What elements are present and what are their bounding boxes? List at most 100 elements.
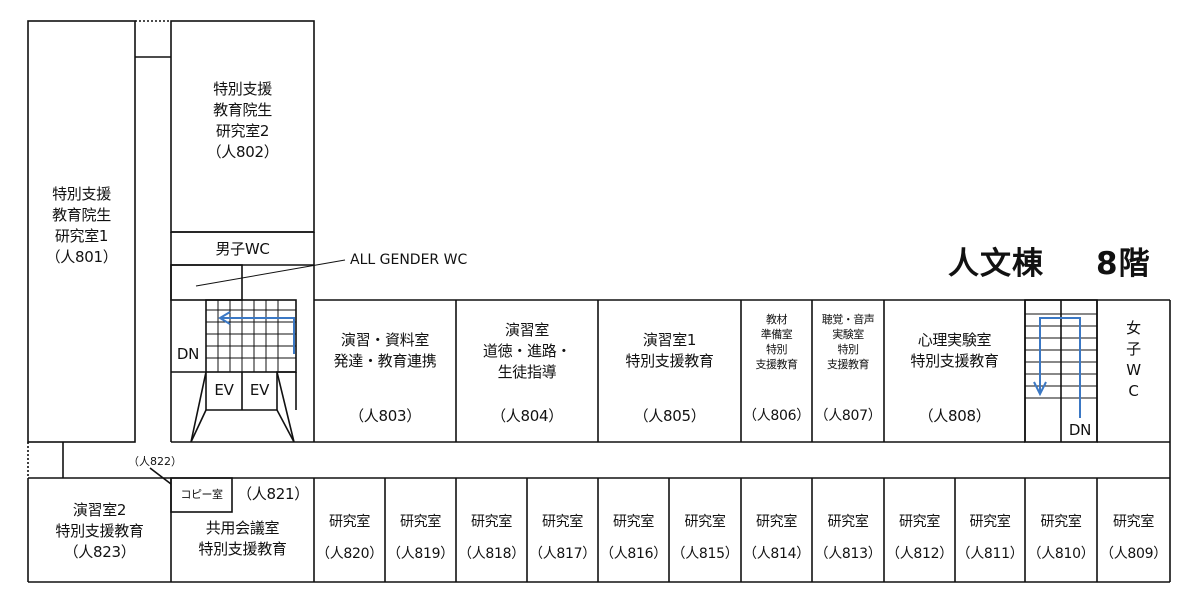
womens-wc[interactable]: 女 子 W C [1097,318,1170,402]
room-807-code: （人807） [814,408,882,424]
room-801-line: 教育院生 [52,206,111,224]
lab-code: （人809） [1100,546,1167,562]
lab-813[interactable]: 研究室 （人813） [812,512,884,565]
room-823-code: （人823） [63,543,136,561]
room-804-code: （人804） [491,407,563,425]
lab-name: 研究室 [827,514,869,530]
stairs-down-label: DN [1068,421,1092,439]
lab-814[interactable]: 研究室 （人814） [741,512,812,565]
lab-809[interactable]: 研究室 （人809） [1097,512,1170,565]
room-807-line: 実験室 [832,328,864,341]
elevator-2[interactable]: EV [249,381,270,399]
room-821-code: （人821） [237,485,309,503]
lab-code: （人815） [671,546,739,562]
lab-code: （人816） [600,546,667,562]
lab-817[interactable]: 研究室（人817） [527,512,598,565]
lab-code: （人812） [886,546,953,562]
room-806-line: 準備室 [760,328,793,341]
lab-name: 研究室 [328,514,371,530]
room-807-line: 聴覚・音声 [821,313,875,326]
womens-wc-char: 子 [1126,340,1141,358]
lab-819[interactable]: 研究室 （人819） [385,512,456,565]
womens-wc-char: C [1128,382,1139,400]
room-806[interactable]: 教材 準備室 特別 支援教育 [741,312,812,372]
left-stair-outline [205,299,297,373]
room-804-line: 道徳・進路・ [482,342,572,360]
floor-number: 8階 [1096,246,1151,282]
lab-code: （人820） [316,546,383,562]
room-801[interactable]: 特別支援 教育院生 研究室1 （人801） [28,184,135,268]
lab-818[interactable]: 研究室 （人818） [456,512,527,565]
room-803[interactable]: 演習・資料室 発達・教育連携 [314,330,456,372]
room-821-line: 共用会議室 [205,519,280,537]
room-805-line: 演習室1 [642,331,697,349]
lab-name: 研究室 [684,514,726,530]
lab-code: （人811） [956,546,1024,562]
room-802[interactable]: 特別支援 教育院生 研究室2 （人802） [171,79,314,163]
lab-code: （人818） [458,546,525,562]
room-803-code: （人803） [349,407,421,425]
room-801-outline [27,20,136,443]
lab-815[interactable]: 研究室 （人815） [669,512,741,565]
lab-816[interactable]: 研究室 （人816） [598,512,669,565]
room-807-line: 支援教育 [827,358,870,371]
room-821[interactable]: 共用会議室 特別支援教育 [171,518,314,560]
lab-811[interactable]: 研究室 （人811） [955,512,1025,565]
building-name: 人文棟 [948,246,1044,282]
lab-name: 研究室 [755,514,798,530]
room-806-line: 教材 [766,313,788,326]
mens-wc[interactable]: 男子WC [215,240,270,258]
lab-name: 研究室 [1112,514,1155,530]
room-822-code: （人822） [128,455,182,468]
room-806-line: 特別 [766,343,788,356]
room-807-line: 特別 [837,343,860,356]
room-823-line: 演習室2 [72,501,127,519]
room-804[interactable]: 演習室 道徳・進路・ 生徒指導 [456,320,598,383]
room-806-code: （人806） [743,408,810,424]
room-804-line: 生徒指導 [497,363,557,381]
room-801-line: 研究室1 [54,227,109,245]
lab-name: 研究室 [898,514,941,530]
room-808-line: 特別支援教育 [910,352,999,370]
room-801-line: 特別支援 [52,185,111,203]
room-807[interactable]: 聴覚・音声 実験室 特別 支援教育 [812,312,884,372]
room-802-line: 特別支援 [213,80,272,98]
room-802-line: 研究室2 [215,122,270,140]
copy-room-outline [170,477,233,513]
room-803-line: 発達・教育連携 [333,352,437,370]
lab-820[interactable]: 研究室 （人820） [314,512,385,565]
room-822[interactable]: コピー室 [180,488,224,501]
lab-810[interactable]: 研究室 （人810） [1025,512,1097,565]
stairs-down-label: DN [176,345,200,363]
womens-wc-char: 女 [1126,319,1141,337]
elevator-1[interactable]: EV [214,381,234,399]
room-805-line: 特別支援教育 [625,352,714,370]
right-stair-arrow [1039,317,1081,418]
room-808[interactable]: 心理実験室 特別支援教育 [884,330,1025,372]
lab-code: （人813） [814,546,882,562]
lab-name: 研究室 [1040,514,1082,530]
lab-code: （人810） [1027,546,1095,562]
room-802-code: （人802） [206,143,279,161]
room-803-line: 演習・資料室 [340,331,430,349]
lab-name: 研究室 [470,514,513,530]
lab-name: 研究室 [969,514,1011,530]
lab-code: （人819） [387,546,454,562]
lab-name: 研究室 [399,514,442,530]
lab-812[interactable]: 研究室 （人812） [884,512,955,565]
room-821-line: 特別支援教育 [198,540,287,558]
room-808-line: 心理実験室 [917,331,992,349]
womens-wc-char: W [1126,361,1141,379]
all-gender-wc-outline [170,264,243,301]
room-806-line: 支援教育 [755,358,799,371]
room-802-line: 教育院生 [213,101,272,119]
room-808-code: （人808） [918,407,991,425]
lab-name: 研究室 [612,514,655,530]
room-805[interactable]: 演習室1 特別支援教育 [598,330,741,372]
lab-code: （人817） [529,546,596,562]
lab-code: （人814） [743,546,810,562]
room-823-line: 特別支援教育 [55,522,144,540]
room-801-code: （人801） [45,248,118,266]
room-823[interactable]: 演習室2 特別支援教育 （人823） [28,500,171,563]
